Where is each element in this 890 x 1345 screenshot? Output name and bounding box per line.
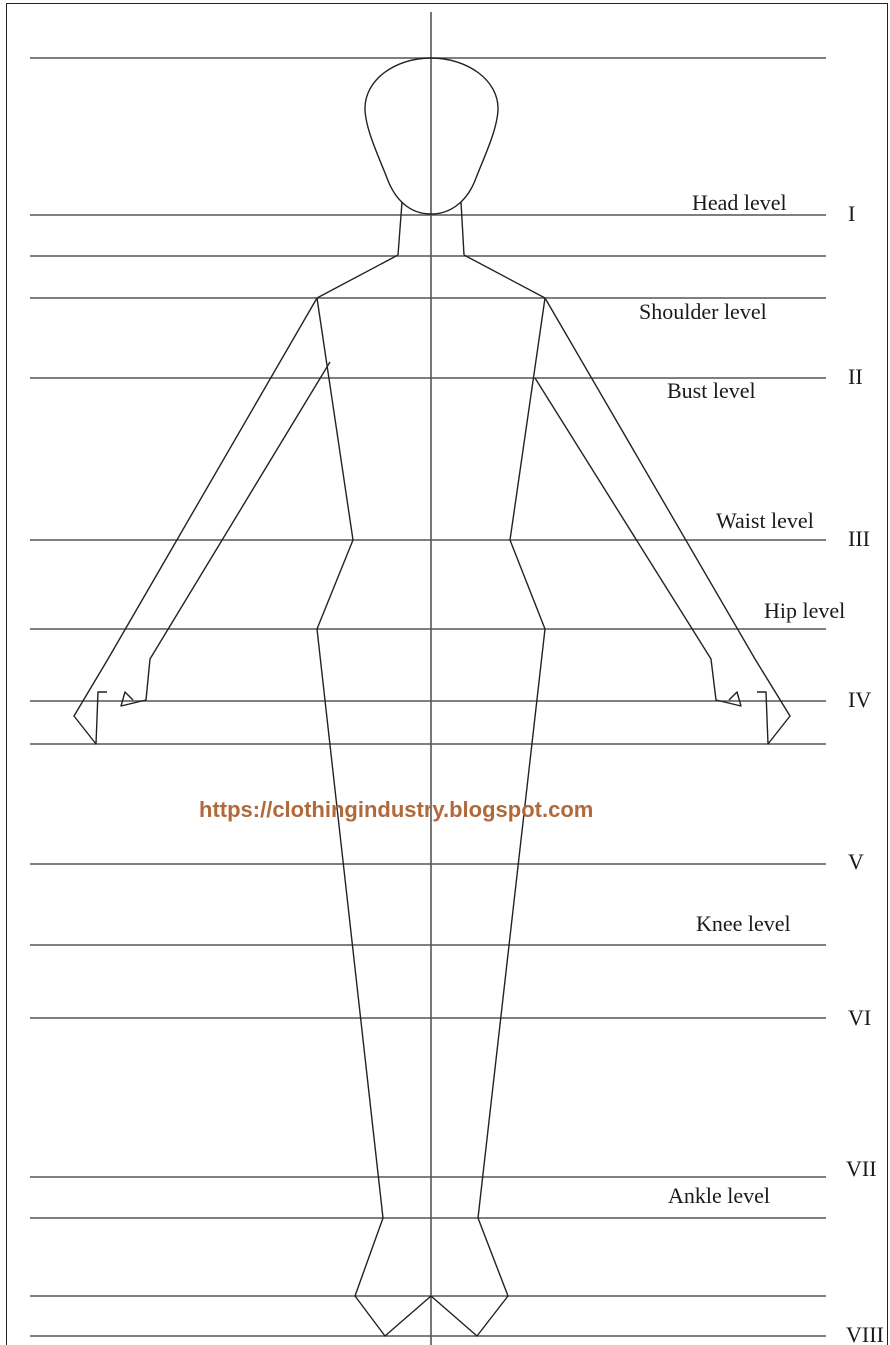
label-bust-level: Bust level bbox=[667, 378, 756, 403]
roman-numeral-ii: II bbox=[848, 364, 863, 389]
label-hip-level: Hip level bbox=[764, 598, 845, 623]
roman-numeral-viii: VIII bbox=[846, 1322, 884, 1345]
neck-left bbox=[398, 202, 402, 255]
roman-numeral-iii: III bbox=[848, 526, 870, 551]
left-arm-inner bbox=[121, 362, 330, 706]
body-left-outer bbox=[317, 255, 431, 1336]
label-shoulder-level: Shoulder level bbox=[639, 299, 767, 324]
label-waist-level: Waist level bbox=[716, 508, 814, 533]
roman-numeral-vii: VII bbox=[846, 1156, 877, 1181]
roman-numeral-vi: VI bbox=[848, 1005, 871, 1030]
roman-numeral-iv: IV bbox=[848, 687, 871, 712]
roman-numeral-v: V bbox=[848, 849, 864, 874]
figure-outline bbox=[74, 58, 790, 1336]
label-knee-level: Knee level bbox=[696, 911, 791, 936]
watermark-url: https://clothingindustry.blogspot.com bbox=[199, 797, 593, 822]
left-arm-outer bbox=[74, 298, 317, 744]
right-arm-inner bbox=[535, 378, 741, 706]
label-head-level: Head level bbox=[692, 190, 787, 215]
roman-numeral-i: I bbox=[848, 201, 855, 226]
label-ankle-level: Ankle level bbox=[668, 1183, 770, 1208]
body-right-outer bbox=[431, 255, 545, 1336]
guide-lines bbox=[30, 58, 826, 1336]
neck-right bbox=[461, 202, 464, 255]
